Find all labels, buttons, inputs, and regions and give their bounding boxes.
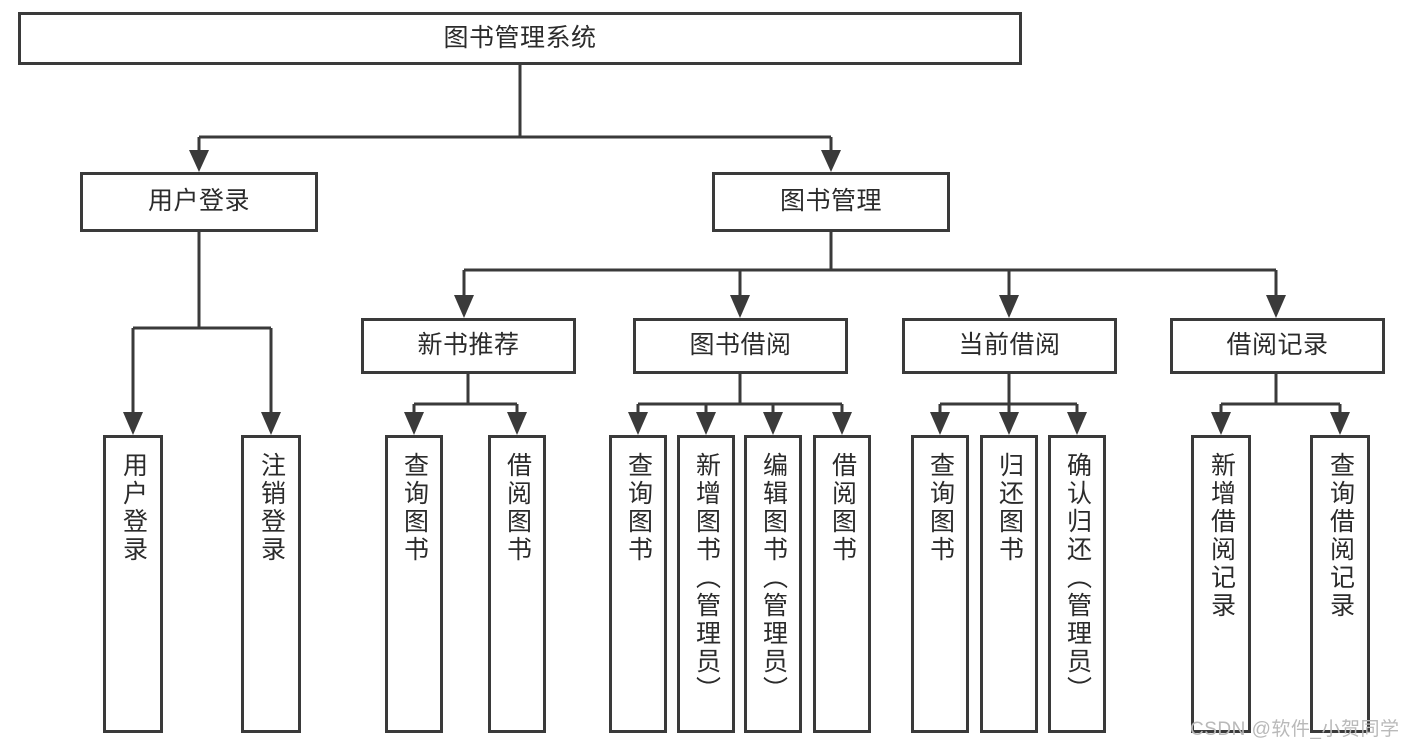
node-current-borrow-label: 当前借阅 [958, 331, 1061, 360]
leaf-record-add-record-label: 新增借阅记录 [1207, 452, 1236, 620]
leaf-newbook-query-book[interactable]: 查询图书 [385, 435, 443, 733]
leaf-logout-label: 注销登录 [257, 452, 286, 564]
leaf-record-add-record[interactable]: 新增借阅记录 [1191, 435, 1251, 733]
leaf-borrow-query-book[interactable]: 查询图书 [609, 435, 667, 733]
leaf-current-confirm-return-admin-label: 确认归还（管理员） [1063, 452, 1092, 704]
leaf-current-query-book[interactable]: 查询图书 [911, 435, 969, 733]
arrow-head-current-borrow [999, 295, 1019, 318]
leaf-current-confirm-return-admin[interactable]: 确认归还（管理员） [1048, 435, 1106, 733]
leaf-current-return-book-label: 归还图书 [995, 452, 1024, 564]
arrow-head-borrowbook-leaf-2 [696, 412, 716, 435]
leaf-record-query-record[interactable]: 查询借阅记录 [1310, 435, 1370, 733]
arrow-head-borrow-record [1266, 295, 1286, 318]
node-user-login-label: 用户登录 [147, 187, 250, 216]
arrow-head-borrowrecord-leaf-2 [1330, 412, 1350, 435]
node-borrow-record-label: 借阅记录 [1226, 331, 1329, 360]
arrow-head-borrowrecord-leaf-1 [1211, 412, 1231, 435]
arrow-head-leaf-user-login [123, 412, 143, 435]
leaf-borrow-query-book-label: 查询图书 [624, 452, 653, 564]
leaf-borrow-borrow-book-label: 借阅图书 [828, 452, 857, 564]
arrow-head-currentborrow-leaf-2 [999, 412, 1019, 435]
node-borrow-record[interactable]: 借阅记录 [1170, 318, 1385, 374]
arrow-head-borrowbook-leaf-1 [628, 412, 648, 435]
node-book-management[interactable]: 图书管理 [712, 172, 950, 232]
arrow-head-user-login [189, 150, 209, 172]
leaf-logout[interactable]: 注销登录 [241, 435, 301, 733]
leaf-newbook-borrow-book-label: 借阅图书 [503, 452, 532, 564]
leaf-borrow-add-book-admin[interactable]: 新增图书（管理员） [677, 435, 735, 733]
leaf-newbook-query-book-label: 查询图书 [400, 452, 429, 564]
leaf-newbook-borrow-book[interactable]: 借阅图书 [488, 435, 546, 733]
node-book-management-label: 图书管理 [779, 187, 882, 216]
leaf-user-login[interactable]: 用户登录 [103, 435, 163, 733]
arrow-head-currentborrow-leaf-1 [930, 412, 950, 435]
arrow-head-book-mgmt [821, 150, 841, 172]
node-book-borrow-label: 图书借阅 [689, 331, 792, 360]
node-book-borrow[interactable]: 图书借阅 [633, 318, 848, 374]
arrow-head-newbook-leaf-1 [404, 412, 424, 435]
arrow-head-borrowbook-leaf-3 [763, 412, 783, 435]
leaf-user-login-label: 用户登录 [119, 452, 148, 564]
node-new-book-recommend[interactable]: 新书推荐 [361, 318, 576, 374]
node-root-system-label: 图书管理系统 [443, 23, 597, 52]
leaf-current-query-book-label: 查询图书 [926, 452, 955, 564]
leaf-record-query-record-label: 查询借阅记录 [1326, 452, 1355, 620]
arrow-head-borrow-book [730, 295, 750, 318]
leaf-current-return-book[interactable]: 归还图书 [980, 435, 1038, 733]
arrow-head-leaf-logout [261, 412, 281, 435]
arrow-head-newbook-leaf-2 [507, 412, 527, 435]
arrow-head-currentborrow-leaf-3 [1067, 412, 1087, 435]
arrow-head-borrowbook-leaf-4 [832, 412, 852, 435]
leaf-borrow-add-book-admin-label: 新增图书（管理员） [692, 452, 721, 704]
arrow-head-new-book [454, 295, 474, 318]
node-root-system[interactable]: 图书管理系统 [18, 12, 1022, 65]
node-new-book-recommend-label: 新书推荐 [417, 331, 520, 360]
leaf-borrow-edit-book-admin[interactable]: 编辑图书（管理员） [744, 435, 802, 733]
leaf-borrow-borrow-book[interactable]: 借阅图书 [813, 435, 871, 733]
leaf-borrow-edit-book-admin-label: 编辑图书（管理员） [759, 452, 788, 704]
node-user-login[interactable]: 用户登录 [80, 172, 318, 232]
node-current-borrow[interactable]: 当前借阅 [902, 318, 1117, 374]
